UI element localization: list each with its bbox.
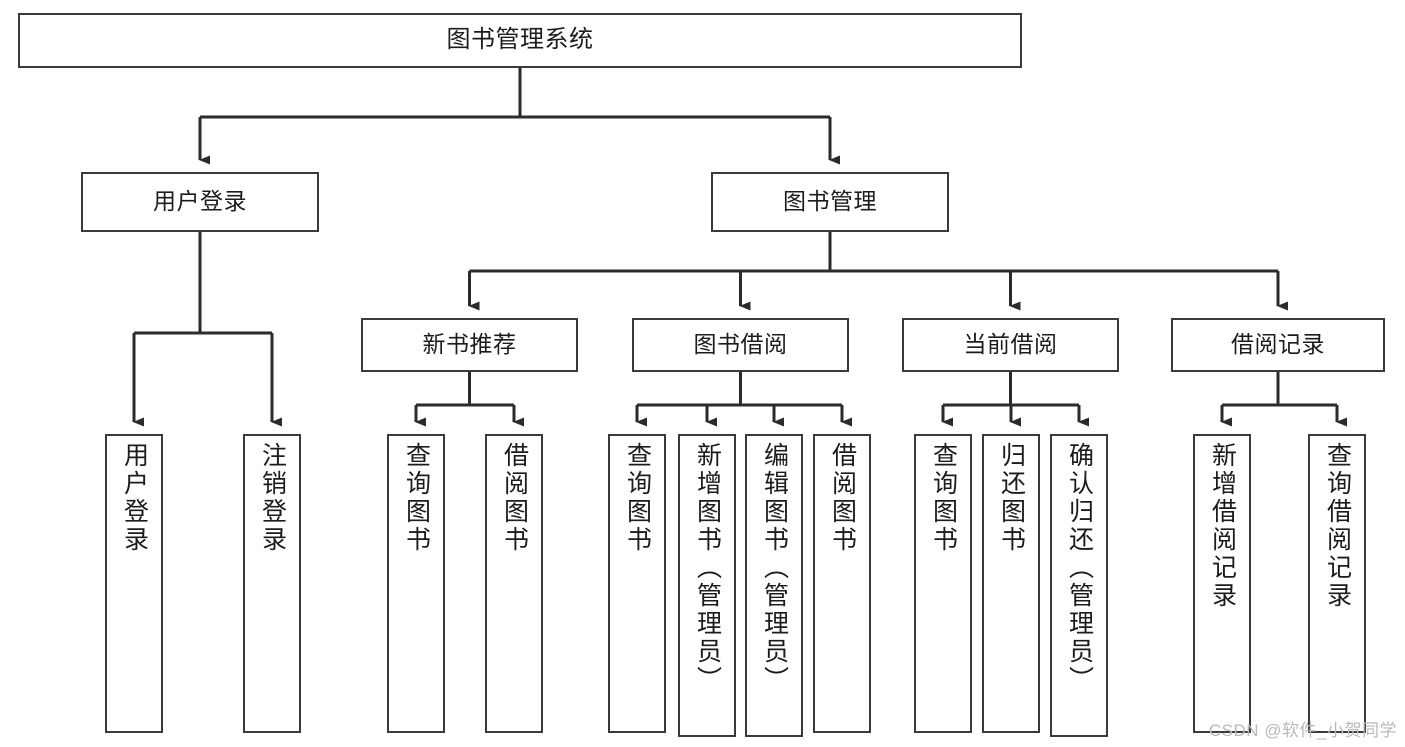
node-leaf-rec-1[interactable]: 新增借阅记录 bbox=[1193, 434, 1251, 733]
node-leaf-borrow-4[interactable]: 借阅图书 bbox=[813, 434, 871, 733]
node-label: 借阅记录 bbox=[1231, 331, 1325, 358]
node-login[interactable]: 用户登录 bbox=[81, 172, 319, 232]
node-current[interactable]: 当前借阅 bbox=[902, 318, 1119, 372]
node-label: 借阅图书 bbox=[828, 442, 857, 554]
node-label: 查询图书 bbox=[929, 442, 958, 554]
node-label: 确认归还（管理员） bbox=[1065, 442, 1094, 694]
node-label: 图书管理 bbox=[783, 188, 877, 215]
node-label: 新书推荐 bbox=[422, 331, 517, 358]
node-leaf-borrow-3[interactable]: 编辑图书（管理员） bbox=[745, 434, 803, 737]
node-leaf-rec-2[interactable]: 查询借阅记录 bbox=[1308, 434, 1366, 733]
node-borrow[interactable]: 图书借阅 bbox=[632, 318, 849, 372]
node-leaf-new-1[interactable]: 查询图书 bbox=[387, 434, 445, 733]
node-label: 用户登录 bbox=[153, 188, 247, 215]
node-bookmgmt[interactable]: 图书管理 bbox=[711, 172, 949, 232]
node-label: 查询借阅记录 bbox=[1323, 442, 1352, 610]
node-label: 新增借阅记录 bbox=[1208, 442, 1237, 610]
node-leaf-login-1[interactable]: 用户登录 bbox=[105, 434, 163, 733]
node-label: 图书管理系统 bbox=[446, 26, 594, 54]
node-label: 用户登录 bbox=[120, 442, 149, 554]
node-label: 借阅图书 bbox=[500, 442, 529, 554]
node-leaf-cur-2[interactable]: 归还图书 bbox=[982, 434, 1040, 733]
node-label: 归还图书 bbox=[997, 442, 1026, 554]
node-label: 当前借阅 bbox=[963, 331, 1058, 358]
watermark: CSDN @软件_小贺同学 bbox=[1208, 721, 1397, 740]
node-leaf-login-2[interactable]: 注销登录 bbox=[243, 434, 301, 733]
node-leaf-cur-3[interactable]: 确认归还（管理员） bbox=[1050, 434, 1108, 737]
node-leaf-borrow-1[interactable]: 查询图书 bbox=[608, 434, 666, 733]
node-leaf-cur-1[interactable]: 查询图书 bbox=[914, 434, 972, 733]
node-label: 查询图书 bbox=[623, 442, 652, 554]
node-label: 编辑图书（管理员） bbox=[760, 442, 789, 694]
node-root[interactable]: 图书管理系统 bbox=[18, 13, 1022, 68]
node-newbook[interactable]: 新书推荐 bbox=[361, 318, 578, 372]
node-label: 图书借阅 bbox=[693, 331, 788, 358]
node-label: 注销登录 bbox=[258, 442, 287, 554]
node-records[interactable]: 借阅记录 bbox=[1171, 318, 1385, 372]
node-label: 查询图书 bbox=[402, 442, 431, 554]
node-leaf-new-2[interactable]: 借阅图书 bbox=[485, 434, 543, 733]
node-label: 新增图书（管理员） bbox=[693, 442, 722, 694]
node-leaf-borrow-2[interactable]: 新增图书（管理员） bbox=[678, 434, 736, 737]
